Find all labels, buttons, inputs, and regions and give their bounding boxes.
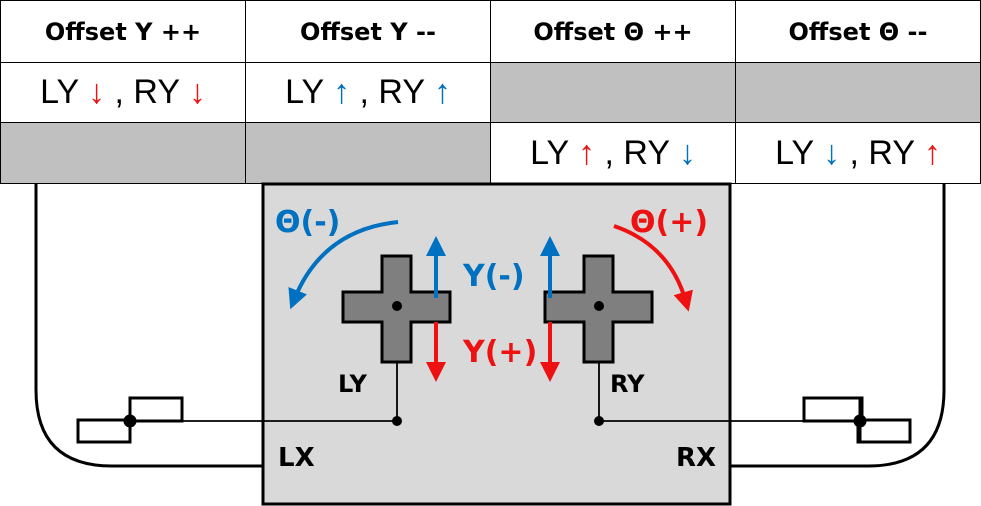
left-stick-label: LY bbox=[338, 370, 368, 398]
theta-minus-label: Θ(-) bbox=[275, 205, 340, 240]
arrow-up-icon: ↑ bbox=[923, 133, 941, 172]
cell-right-label: RY bbox=[868, 133, 915, 172]
right-potentiometer-icon bbox=[802, 396, 912, 444]
cell-left-label: LY bbox=[530, 133, 569, 172]
arrow-up-icon: ↑ bbox=[433, 73, 451, 111]
cell-empty bbox=[245, 122, 491, 184]
left-stick-center-dot bbox=[392, 301, 402, 311]
cell-separator: , bbox=[840, 133, 869, 172]
arrow-down-icon: ↓ bbox=[88, 73, 106, 111]
left-potentiometer-icon bbox=[76, 396, 184, 444]
cell-right-label: RY bbox=[133, 73, 180, 111]
cell-separator: , bbox=[595, 133, 624, 172]
right-x-label: RX bbox=[676, 443, 716, 473]
cell-left-label: LY bbox=[775, 133, 814, 172]
cell-theta-minus: LY ↓ , RY ↑ bbox=[735, 122, 981, 184]
table-row: LY ↓ , RY ↓ LY ↑ , RY ↑ bbox=[0, 62, 981, 123]
cell-separator: , bbox=[105, 73, 134, 111]
left-x-label: LX bbox=[278, 443, 315, 473]
cell-right-label: RY bbox=[623, 133, 670, 172]
arrow-down-icon: ↓ bbox=[188, 73, 206, 111]
theta-plus-label: Θ(+) bbox=[630, 205, 708, 240]
arrow-down-icon: ↓ bbox=[678, 133, 696, 172]
cell-left-label: LY bbox=[285, 73, 324, 111]
arrow-up-icon: ↑ bbox=[578, 133, 596, 172]
right-junction-dot bbox=[594, 416, 604, 426]
right-stick-center-dot bbox=[594, 301, 604, 311]
controller-body-outline bbox=[34, 184, 946, 468]
center-panel bbox=[261, 182, 732, 506]
header-offset-theta-plus: Offset Θ ++ bbox=[490, 0, 736, 63]
table-row: LY ↑ , RY ↓ LY ↓ , RY ↑ bbox=[0, 122, 981, 184]
header-offset-y-plus: Offset Y ++ bbox=[0, 0, 246, 63]
cell-y-minus: LY ↑ , RY ↑ bbox=[245, 62, 491, 123]
theta-plus-arrow-icon bbox=[613, 224, 693, 312]
cell-empty bbox=[490, 62, 736, 123]
arrow-up-icon: ↑ bbox=[333, 73, 351, 111]
cell-empty bbox=[735, 62, 981, 123]
cell-separator: , bbox=[350, 73, 379, 111]
header-offset-y-minus: Offset Y -- bbox=[245, 0, 491, 63]
y-minus-label: Y(-) bbox=[462, 259, 525, 294]
cell-empty bbox=[0, 122, 246, 184]
y-plus-label: Y(+) bbox=[462, 335, 537, 370]
cell-right-label: RY bbox=[378, 73, 425, 111]
theta-minus-arrow-icon bbox=[288, 220, 399, 310]
arrow-down-icon: ↓ bbox=[823, 133, 841, 172]
left-junction-dot bbox=[392, 416, 402, 426]
right-stick-label: RY bbox=[610, 370, 645, 398]
cell-left-label: LY bbox=[40, 73, 79, 111]
offset-table: Offset Y ++ Offset Y -- Offset Θ ++ Offs… bbox=[0, 0, 981, 184]
